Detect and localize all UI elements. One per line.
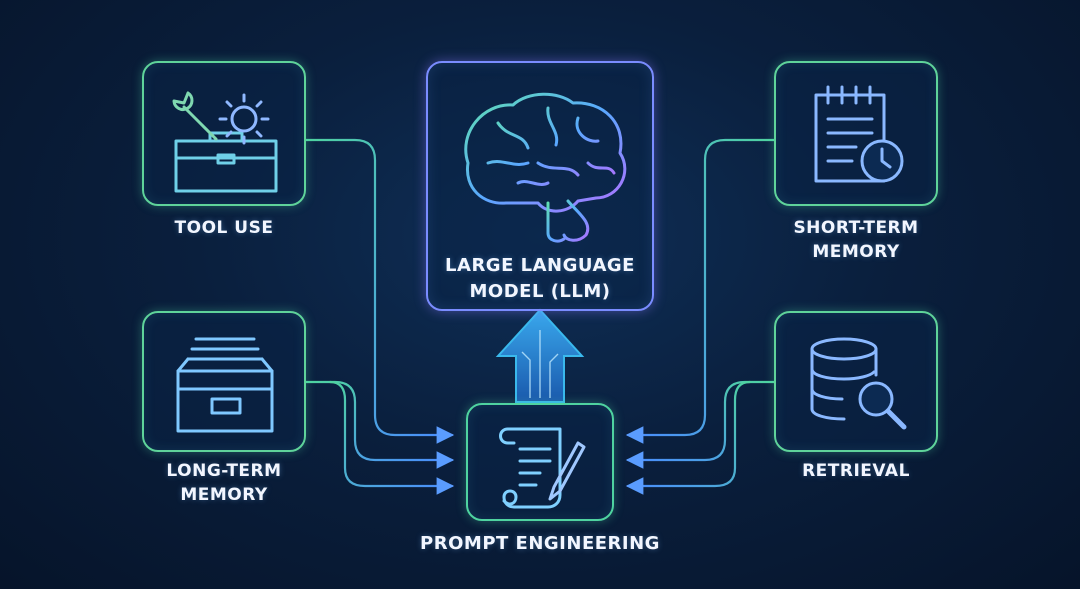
long-term-memory-label: LONG-TERM MEMORY xyxy=(128,459,320,507)
edge-long-term-memory-1 xyxy=(304,380,455,469)
brain-icon xyxy=(464,92,627,243)
long-term-memory-label-line2: MEMORY xyxy=(180,485,268,505)
scroll-pen-icon xyxy=(499,427,586,509)
edge-long-term-memory-2 xyxy=(328,380,455,495)
llm-label-line2: MODEL (LLM) xyxy=(469,281,611,302)
file-drawer-icon xyxy=(176,337,274,433)
short-term-memory-label: SHORT-TERM MEMORY xyxy=(760,216,952,264)
tool-use-node xyxy=(142,61,306,206)
llm-node xyxy=(426,61,654,311)
llm-label-line1: LARGE LANGUAGE xyxy=(445,255,635,276)
edge-retrieval-2 xyxy=(625,380,752,495)
edge-tool-use xyxy=(304,138,455,444)
tool-use-label: TOOL USE xyxy=(174,218,274,238)
short-term-memory-label-line1: SHORT-TERM xyxy=(793,218,919,238)
edge-short-term-memory xyxy=(625,138,776,444)
retrieval-node xyxy=(774,311,938,452)
long-term-memory-node xyxy=(142,311,306,452)
edge-retrieval-1 xyxy=(625,380,776,469)
long-term-memory-label-line1: LONG-TERM xyxy=(166,461,282,481)
database-search-icon xyxy=(810,337,907,430)
prompt-engineering-node xyxy=(466,403,614,521)
up-arrow-icon xyxy=(495,308,585,403)
short-term-memory-label-line2: MEMORY xyxy=(812,242,900,262)
retrieval-label: RETRIEVAL xyxy=(802,461,910,481)
clipboard-clock-icon xyxy=(814,85,904,183)
short-term-memory-node xyxy=(774,61,938,206)
llm-label: LARGE LANGUAGE MODEL (LLM) xyxy=(426,253,654,305)
toolbox-icon xyxy=(172,91,278,193)
prompt-engineering-label: PROMPT ENGINEERING xyxy=(420,533,660,554)
